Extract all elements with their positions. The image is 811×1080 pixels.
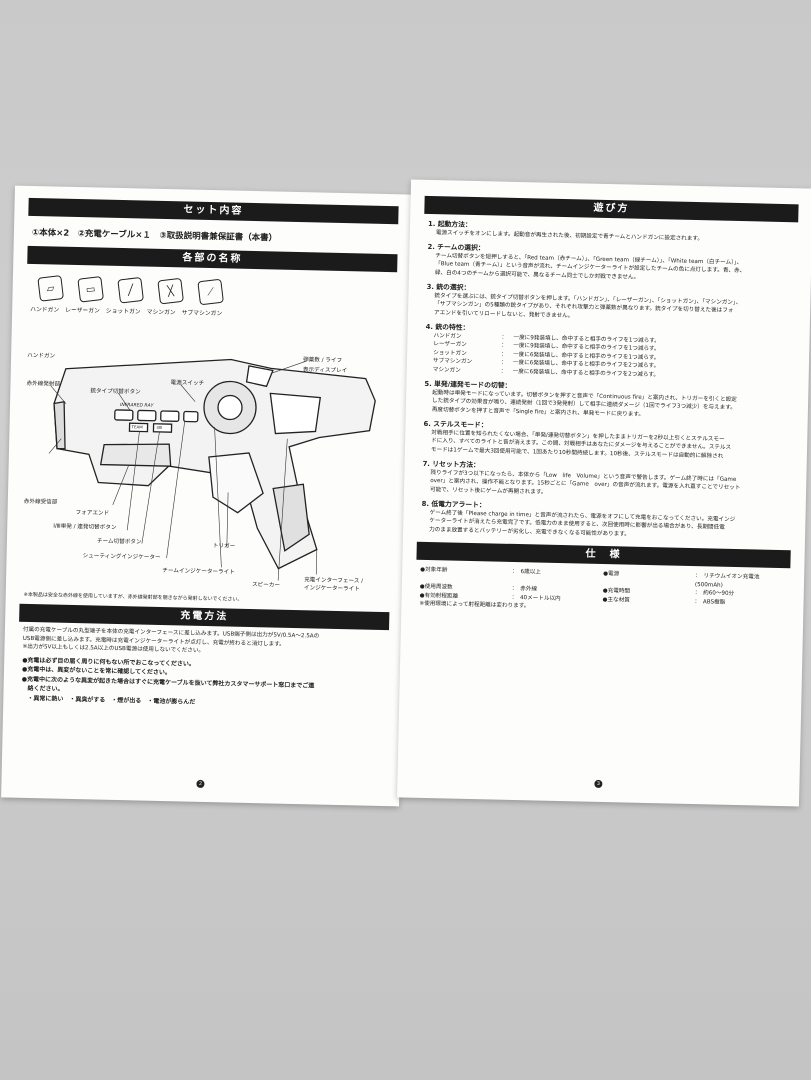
section-gun-traits: 4. 銃の特性： ハンドガン：一度に9発装填し、命中すると相手のライフを1つ減ら… [425, 323, 792, 382]
label-ammo-life: 弾薬数 / ライフ [303, 357, 343, 365]
how-to-play-header: 遊び方 [424, 195, 799, 223]
label-team-indicator: チームインジケーターライト [162, 568, 235, 576]
trait-sep: ： [501, 351, 507, 358]
label-single-burst: Ⅰ/Ⅲ単発 / 連発切替ボタン [53, 523, 117, 531]
laser-gun-icon: ▭ [77, 275, 104, 303]
label-fore-end: フォアエンド [75, 510, 110, 517]
specs-header: 仕 様 [416, 541, 791, 569]
gun-brand-text: INFRARED RAY [119, 403, 154, 409]
manual-page-right: 遊び方 1. 起動方法： 電源スイッチをオンにします。起動音が再生された後、初期… [397, 179, 811, 807]
parts-names-header: 各部の名称 [27, 245, 398, 273]
section-fire-mode: 5. 単発/連発モードの切替： 起動時は単発モードになっています。切替ボタンを押… [424, 380, 791, 422]
safety-note: ※本製品は安全な赤外線を使用していますが、赤外線発射部を覗きながら発射しないでく… [23, 591, 243, 603]
spec-value: ： 6歳以上 [512, 568, 541, 576]
label-gun-type-button: 銃タイプ切替ボタン [90, 388, 141, 396]
section-team: 2. チームの選択： チーム切替ボタンを短押しすると、「Red team（赤チー… [427, 243, 794, 285]
page-number-right: 3 [594, 779, 603, 789]
gun-mode-button-text: Ⅰ/Ⅲ [156, 424, 162, 430]
trait-sep: ： [501, 334, 508, 341]
gun-diagram: ハンドガン 赤外線発射部 銃タイプ切替ボタン 電源スイッチ 弾薬数 / ライフ … [16, 313, 400, 592]
label-indicator-light: インジケーターライト [303, 585, 360, 593]
submachine-gun-icon: ⟋ [197, 278, 224, 306]
page-number-left: 2 [196, 779, 205, 789]
charging-instructions: 付属の充電ケーブルの丸型端子を本体の充電インターフェースに差し込みます。USB端… [22, 626, 384, 660]
label-team-button: チーム切替ボタン [96, 538, 142, 546]
spec-key: ●対象年齢 [420, 566, 448, 574]
trait-sep: ： [500, 359, 507, 366]
set-contents-header: セット内容 [28, 197, 399, 225]
trait-name: マシンガン [432, 366, 461, 374]
label-handgun-small: ハンドガン [27, 352, 56, 360]
section-stealth: 6. ステルスモード： 対戦相手に位置を知られたくない場合、「単発/連発切替ボタ… [423, 420, 790, 462]
spec-value: ： リチウムイオン充電池(500mAh) [694, 573, 760, 589]
section-reset: 7. リセット方法： 残りライフが3つ以下になったら、本体から「Low life… [422, 460, 789, 502]
gun-type-icons: ▱ ▭ ╱ ╳ ⟋ [37, 275, 410, 308]
label-ir-emitter: 赤外線発射部 [26, 380, 61, 388]
spec-key: ●電源 [603, 570, 620, 578]
handgun-icon: ▱ [37, 275, 64, 302]
machine-gun-icon: ╳ [157, 277, 184, 305]
trait-sep: ： [500, 368, 507, 375]
trait-sep: ： [501, 342, 507, 349]
set-contents-list: ①本体×2 ②充電ケーブル×１ ③取扱説明書兼保証書（本書） [31, 227, 278, 244]
laser-gun-illustration [48, 358, 376, 581]
section-low-battery: 8. 低電力アラート： ゲーム終了後「Please charge in time… [421, 500, 788, 542]
shotgun-icon: ╱ [117, 276, 144, 304]
charging-warnings: ●充電は必ず目の届く周りに何もない所でおこなってください。 ●充電中は、異変がな… [21, 655, 384, 711]
label-power-switch: 電源スイッチ [170, 380, 205, 387]
section-startup: 1. 起動方法： 電源スイッチをオンにします。起動音が再生された後、初期設定で青… [428, 220, 794, 245]
manual-page-left: セット内容 ①本体×2 ②充電ケーブル×１ ③取扱説明書兼保証書（本書） 各部の… [1, 185, 413, 807]
label-trigger: トリガー [212, 543, 236, 550]
label-ir-receiver: 赤外線受信部 [23, 498, 58, 506]
gun-team-button-text: TEAM [131, 424, 143, 430]
label-speaker: スピーカー [251, 582, 281, 589]
label-display: 表示ディスプレイ [302, 367, 348, 375]
section-gun-select: 3. 銃の選択： 銃タイプを選ぶには、銃タイプ切替ボタンを押します。「ハンドガン… [426, 283, 793, 325]
